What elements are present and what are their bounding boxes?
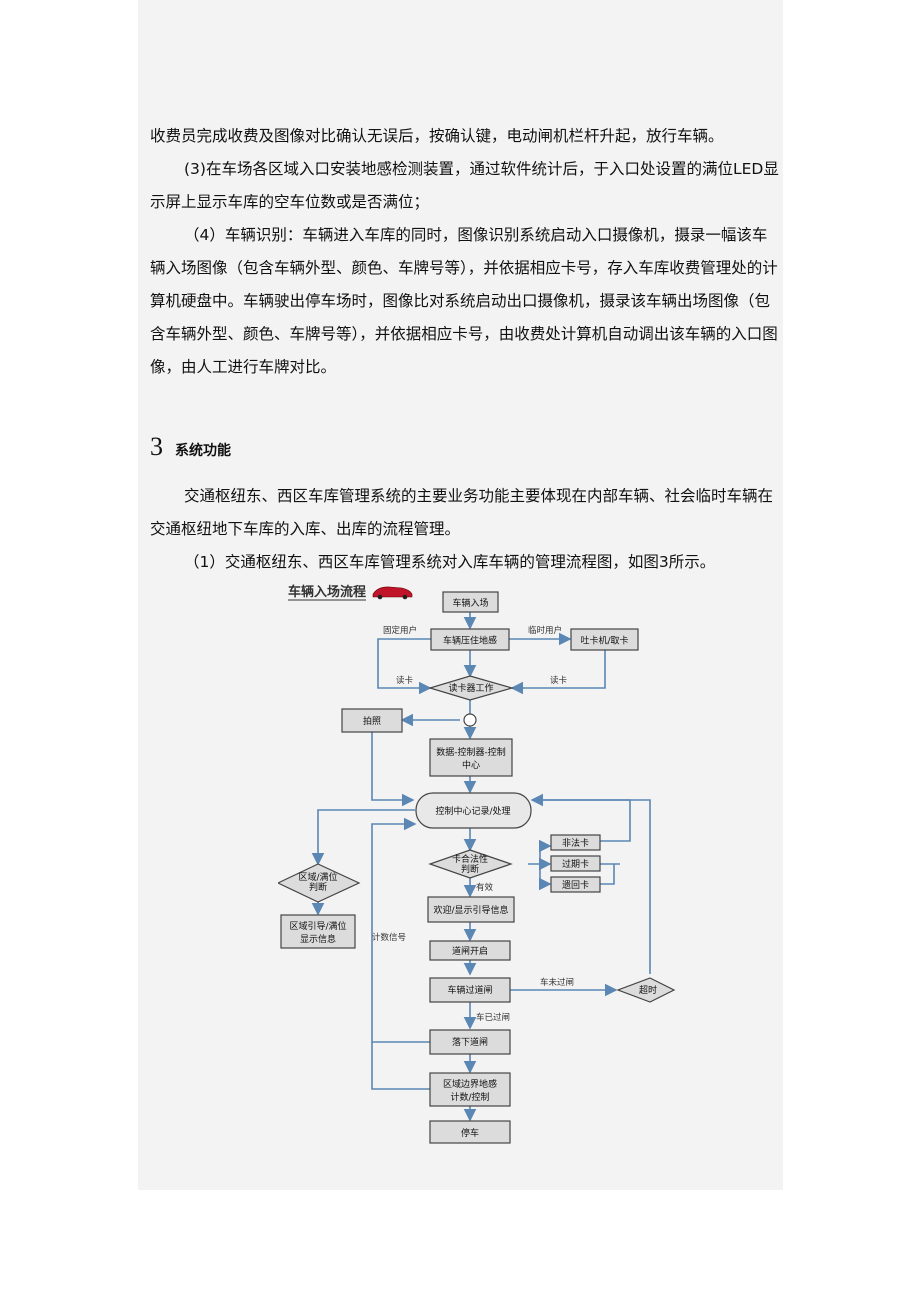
node-gate-close (429, 1029, 511, 1055)
paragraph-1: 收费员完成收费及图像对比确认无误后，按确认键，电动闸机栏杆升起，放行车辆。 (150, 127, 724, 145)
node-returned-label: 遗回卡 (562, 879, 589, 891)
paragraph-4-text: 交通枢纽东、西区车库管理系统的主要业务功能主要体现在内部车辆、社会临时车辆在交通… (150, 487, 774, 538)
node-park-label: 停车 (461, 1127, 479, 1139)
node-expired-label: 过期卡 (562, 858, 589, 870)
flowchart-connectors (311, 612, 651, 1122)
label-temp-user: 临时用户 (528, 625, 562, 636)
node-valid-check-label-2: 判断 (461, 863, 479, 875)
section-title: 系统功能 (175, 443, 231, 459)
node-expired (550, 855, 601, 872)
node-pressure-label: 车辆压住地感 (443, 635, 497, 647)
node-ticket (570, 628, 639, 651)
label-valid: 有效 (476, 882, 494, 893)
node-illegal (550, 834, 601, 851)
node-entry-label: 车辆入场 (452, 597, 488, 609)
node-data-label-2: 中心 (462, 759, 480, 771)
junction-circle (463, 713, 477, 727)
node-area-check (278, 863, 361, 903)
node-area-check-label-2: 判断 (309, 881, 327, 893)
node-data-label: 数据-控制器-控制 (436, 746, 506, 758)
node-area-guide-label: 区域引导/满位 (289, 920, 346, 932)
label-count-signal: 计数信号 (372, 932, 406, 943)
node-welcome-label: 欢迎/显示引导信息 (433, 904, 508, 916)
node-timeout (616, 977, 676, 1003)
node-reader-label: 读卡器工作 (448, 682, 493, 694)
node-control (415, 792, 532, 829)
node-valid-check-label: 卡合法性 (452, 853, 488, 865)
section-heading: 3 系统功能 (150, 432, 231, 462)
node-gate-open (429, 940, 511, 961)
node-returned (550, 876, 601, 893)
label-read-left: 读卡 (396, 675, 414, 686)
paragraph-3-text: （4）车辆识别：车辆进入车库的同时，图像识别系统启动入口摄像机，摄录一幅该车辆入… (150, 226, 778, 376)
node-pass-gate-label: 车辆过道闸 (447, 984, 492, 996)
node-gate-close-label: 落下道闸 (452, 1036, 488, 1048)
label-not-passed: 车未过闸 (540, 977, 574, 988)
node-gate-open-label: 道闸开启 (452, 945, 488, 957)
label-fixed-user: 固定用户 (383, 625, 417, 636)
node-entry (442, 591, 499, 613)
flowchart-title: 车辆入场流程 (288, 584, 366, 600)
node-data (429, 738, 513, 777)
paragraph-2-text: (3)在车场各区域入口安装地感检测装置，通过软件统计后，于入口处设置的满位LED… (150, 160, 779, 211)
paragraph-4: 交通枢纽东、西区车库管理系统的主要业务功能主要体现在内部车辆、社会临时车辆在交通… (150, 480, 782, 546)
node-pressure (430, 628, 510, 651)
paragraph-5: （1）交通枢纽东、西区车库管理系统对入库车辆的管理流程图，如图3所示。 (150, 546, 782, 579)
node-illegal-label: 非法卡 (562, 837, 589, 849)
node-area-sensor-label: 区域边界地感 (443, 1078, 497, 1090)
node-ticket-label: 吐卡机/取卡 (580, 635, 628, 647)
node-photo-label: 拍照 (363, 715, 381, 727)
node-area-sensor-label-2: 计数/控制 (450, 1091, 489, 1103)
node-area-check-label: 区域/满位 (298, 871, 337, 883)
node-area-sensor (429, 1072, 511, 1107)
node-reader (427, 675, 515, 701)
section-number: 3 (150, 432, 163, 461)
label-read-right: 读卡 (550, 675, 568, 686)
red-car-icon (372, 586, 413, 600)
node-photo (341, 708, 403, 733)
node-area-guide (280, 914, 356, 949)
flowchart: 车辆入场流程 (278, 584, 676, 1144)
node-timeout-label: 超时 (639, 984, 657, 996)
node-control-label: 控制中心记录/处理 (435, 805, 510, 817)
node-pass-gate (429, 977, 511, 1003)
paragraph-3: （4）车辆识别：车辆进入车库的同时，图像识别系统启动入口摄像机，摄录一幅该车辆入… (150, 219, 782, 384)
paragraph-5-text: （1）交通枢纽东、西区车库管理系统对入库车辆的管理流程图，如图3所示。 (184, 553, 716, 571)
paragraph-2: (3)在车场各区域入口安装地感检测装置，通过软件统计后，于入口处设置的满位LED… (150, 153, 782, 219)
node-area-guide-label-2: 显示信息 (300, 933, 336, 945)
node-valid-check (428, 849, 513, 879)
label-passed: 车已过闸 (476, 1012, 510, 1023)
node-welcome (427, 896, 515, 923)
node-park (429, 1120, 511, 1144)
